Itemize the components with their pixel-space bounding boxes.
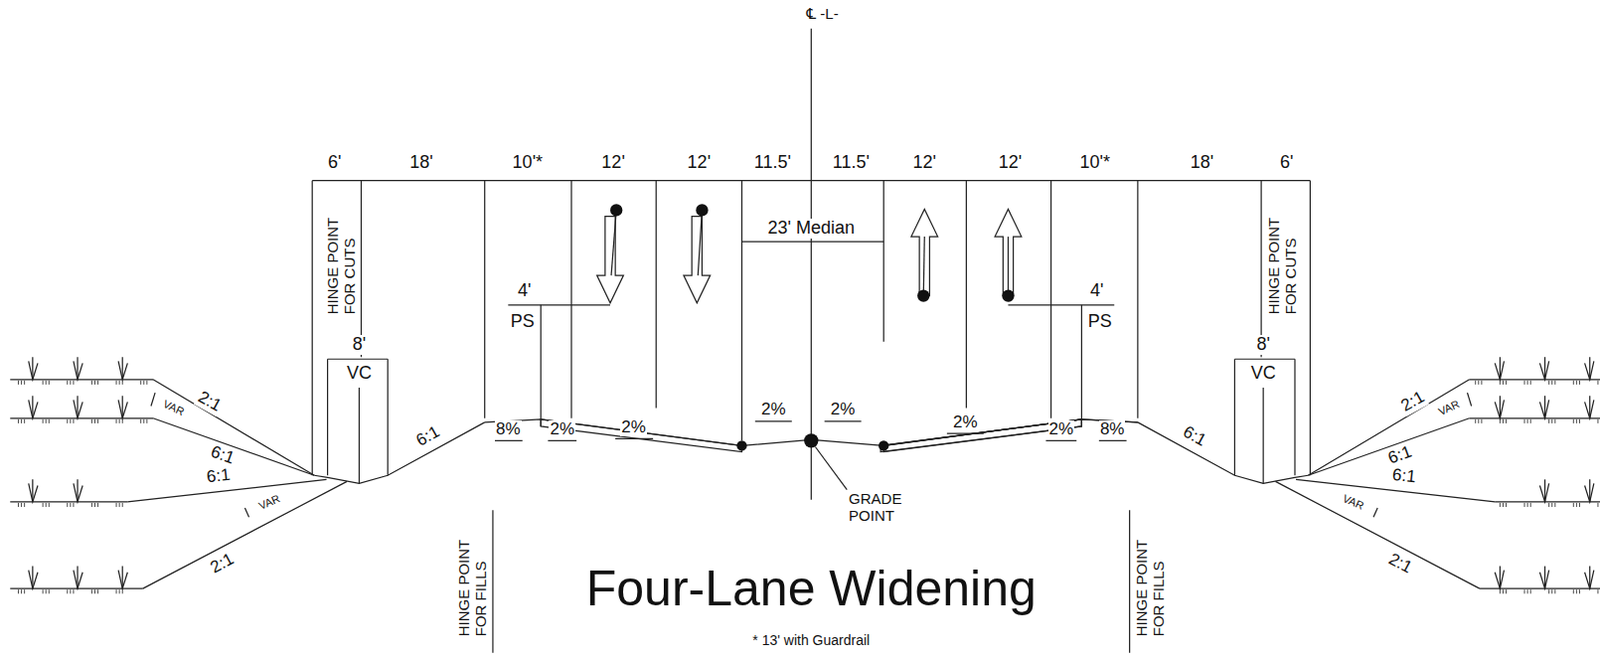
slope-label: 2:1 bbox=[1384, 549, 1416, 579]
slope-label: VAR bbox=[256, 491, 284, 513]
dimension-label: 2% bbox=[829, 400, 857, 420]
dimension-label: 10'* bbox=[511, 153, 544, 173]
note-label: HINGE POINT FOR CUTS bbox=[323, 204, 359, 317]
dimension-label: 12' bbox=[912, 153, 938, 173]
note-label: HINGE POINT FOR FILLS bbox=[1132, 525, 1168, 638]
slope-label: 2:1 bbox=[193, 387, 225, 417]
dimension-label: 2% bbox=[1048, 420, 1076, 440]
dimension-label: 6' bbox=[326, 153, 342, 173]
dimension-label: 8' bbox=[1255, 334, 1271, 355]
slope-label: VAR bbox=[160, 397, 187, 419]
dimension-label: 4' bbox=[1089, 281, 1105, 302]
dimension-label: 6' bbox=[1279, 153, 1294, 173]
dimension-label: 11.5' bbox=[831, 153, 871, 173]
slope-label: 2:1 bbox=[206, 549, 238, 579]
dimension-label: ℄ -L- bbox=[805, 5, 840, 23]
dimension-label: 4' bbox=[516, 281, 532, 302]
dimension-label: VC bbox=[1250, 363, 1278, 384]
dimension-label: 2% bbox=[548, 420, 576, 440]
dimension-label: 12' bbox=[997, 153, 1023, 173]
dimension-label: PS bbox=[1087, 312, 1114, 332]
dimension-label: 12' bbox=[686, 153, 712, 173]
dimension-label: 18' bbox=[1189, 153, 1215, 173]
slope-label: VAR bbox=[1339, 491, 1367, 513]
dimension-label: 8% bbox=[494, 420, 522, 440]
dimension-label: 11.5' bbox=[753, 153, 793, 173]
dimension-label: 8% bbox=[1099, 420, 1126, 440]
dimension-label: 10'* bbox=[1079, 153, 1112, 173]
dimension-label: 8' bbox=[351, 334, 367, 355]
note-label: GRADE POINT bbox=[847, 489, 912, 525]
section-title: Four-Lane Widening bbox=[585, 561, 1038, 617]
dimension-label: 2% bbox=[760, 400, 788, 420]
lane-arrows bbox=[597, 203, 1022, 451]
dimension-label: VC bbox=[345, 363, 373, 384]
dimension-label: 2% bbox=[952, 413, 979, 433]
slope-label: 2:1 bbox=[1397, 387, 1429, 417]
dimension-label: 2% bbox=[620, 418, 647, 438]
note-label: HINGE POINT FOR FILLS bbox=[455, 525, 490, 638]
footnote-caption: * 13' with Guardrail bbox=[751, 633, 871, 648]
slope-label: VAR bbox=[1436, 397, 1463, 419]
dimension-label: 12' bbox=[600, 153, 626, 173]
dimension-label: 23' Median bbox=[767, 218, 857, 239]
slope-label: 6:1 bbox=[1390, 466, 1418, 487]
dimension-label: PS bbox=[509, 312, 536, 332]
slope-label: 6:1 bbox=[204, 466, 232, 487]
dimension-label: 18' bbox=[408, 153, 434, 173]
note-label: HINGE POINT FOR CUTS bbox=[1264, 204, 1299, 317]
dimension-lines bbox=[312, 28, 1310, 653]
